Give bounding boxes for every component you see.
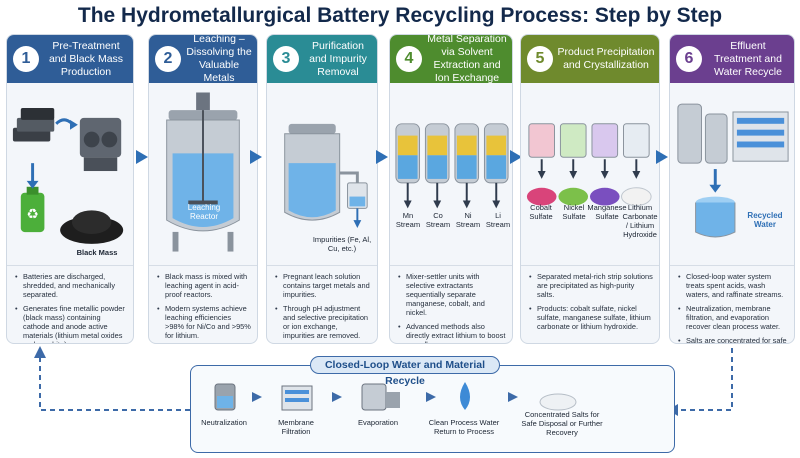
step-4-panel: 4 Metal Separation via Solvent Extractio… bbox=[389, 34, 513, 344]
svg-text:♻: ♻ bbox=[26, 206, 38, 222]
step-4-header: 4 Metal Separation via Solvent Extractio… bbox=[390, 34, 512, 84]
step-2-bullets: Black mass is mixed with leaching agent … bbox=[149, 265, 257, 343]
step-1-panel: 1 Pre-Treatment and Black Mass Productio… bbox=[6, 34, 134, 344]
flow-arrow-icon bbox=[136, 150, 148, 164]
step-3-title: Purification and Impurity Removal bbox=[309, 39, 367, 78]
step-3-header: 3 Purification and Impurity Removal bbox=[267, 35, 377, 83]
solvent-extraction-illustration bbox=[395, 123, 509, 209]
step-5-panel: 5 Product Precipitation and Crystallizat… bbox=[520, 34, 660, 344]
bullet: Neutralization, membrane filtration, and… bbox=[678, 304, 788, 331]
bullet: Salts are concentrated for safe disposal… bbox=[678, 336, 788, 343]
bullet: Advanced methods also directly extract l… bbox=[398, 322, 506, 343]
leaching-reactor-illustration bbox=[166, 92, 240, 252]
step-4-bullets: Mixer-settler units with selective extra… bbox=[390, 265, 512, 343]
bullet: Separated metal-rich strip solutions are… bbox=[529, 272, 653, 299]
ni-stream-label: Ni Stream bbox=[455, 211, 481, 229]
closed-loop-title: Closed-Loop Water and Material Recycle bbox=[310, 356, 500, 387]
step-5-bullets: Separated metal-rich strip solutions are… bbox=[521, 265, 659, 343]
bullet: Through pH adjustment and selective prec… bbox=[275, 304, 371, 340]
bullet: Black mass is mixed with leaching agent … bbox=[157, 272, 251, 299]
step-4-title: Metal Separation via Solvent Extraction … bbox=[427, 34, 507, 84]
black-mass-label: Black Mass bbox=[76, 248, 118, 257]
loop-step-neutralization: Neutralization bbox=[201, 418, 247, 427]
step-5-header: 5 Product Precipitation and Crystallizat… bbox=[521, 35, 659, 83]
leaching-reactor-label: Leaching Reactor bbox=[187, 203, 221, 221]
bullet: Products: cobalt sulfate, nickel sulfate… bbox=[529, 304, 653, 331]
flow-arrow-icon bbox=[376, 150, 388, 164]
page-title: The Hydrometallurgical Battery Recycling… bbox=[77, 4, 723, 27]
step-6-number: 6 bbox=[676, 46, 702, 72]
bullet: Batteries are discharged, shredded, and … bbox=[15, 272, 127, 299]
step-2-panel: 2 Leaching – Dissolving the Valuable Met… bbox=[148, 34, 258, 344]
bullet: Pregnant leach solution contains target … bbox=[275, 272, 371, 299]
loop-step-concentrated-salts: Concentrated Salts for Safe Disposal or … bbox=[521, 410, 603, 437]
cobalt-sulfate-label: Cobalt Sulfate bbox=[529, 203, 553, 221]
step-2-title: Leaching – Dissolving the Valuable Metal… bbox=[186, 34, 252, 84]
flow-arrow-icon bbox=[250, 150, 262, 164]
mn-stream-label: Mn Stream bbox=[395, 211, 421, 229]
closed-loop-panel bbox=[190, 365, 675, 453]
lithium-product-label: Lithium Carbonate / Lithium Hydroxide bbox=[622, 203, 658, 239]
effluent-treatment-illustration bbox=[677, 103, 789, 238]
nickel-sulfate-label: Nickel Sulfate bbox=[562, 203, 586, 221]
step-2-header: 2 Leaching – Dissolving the Valuable Met… bbox=[149, 34, 257, 84]
impurities-label: Impurities (Fe, Al, Cu, etc.) bbox=[312, 235, 372, 253]
recycled-water-label: Recycled Water bbox=[747, 211, 783, 229]
co-stream-label: Co Stream bbox=[425, 211, 451, 229]
step-3-number: 3 bbox=[273, 46, 299, 72]
step-6-panel: 6 Effluent Treatment and Water Recycle R… bbox=[669, 34, 795, 344]
bullet: Closed-loop water system treats spent ac… bbox=[678, 272, 788, 299]
step-2-number: 2 bbox=[155, 46, 181, 72]
step-1-bullets: Batteries are discharged, shredded, and … bbox=[7, 265, 133, 343]
step-4-number: 4 bbox=[396, 46, 422, 72]
li-stream-label: Li Stream bbox=[485, 211, 511, 229]
bullet: Modern systems achieve leaching efficien… bbox=[157, 304, 251, 340]
step-3-bullets: Pregnant leach solution contains target … bbox=[267, 265, 377, 343]
bullet: Generates fine metallic powder (black ma… bbox=[15, 304, 127, 343]
step-5-title: Product Precipitation and Crystallizatio… bbox=[557, 46, 655, 71]
purification-tank-illustration bbox=[284, 123, 368, 228]
step-5-number: 5 bbox=[527, 46, 553, 72]
step-6-header: 6 Effluent Treatment and Water Recycle bbox=[670, 35, 794, 83]
step-6-bullets: Closed-loop water system treats spent ac… bbox=[670, 265, 794, 343]
loop-icons bbox=[214, 382, 577, 411]
battery-shredder-illustration: ♻ bbox=[12, 108, 124, 244]
step-3-panel: 3 Purification and Impurity Removal Impu… bbox=[266, 34, 378, 344]
step-1-number: 1 bbox=[13, 46, 39, 72]
bullet: Mixer-settler units with selective extra… bbox=[398, 272, 506, 317]
loop-step-evaporation: Evaporation bbox=[357, 418, 399, 427]
loop-step-clean-water: Clean Process Water Return to Process bbox=[428, 418, 500, 436]
crystallization-illustration bbox=[526, 123, 652, 207]
step-1-header: 1 Pre-Treatment and Black Mass Productio… bbox=[7, 35, 133, 83]
flow-arrow-icon bbox=[510, 150, 522, 164]
loop-step-membrane-filtration: Membrane Filtration bbox=[278, 418, 314, 436]
manganese-sulfate-label: Manganese Sulfate bbox=[587, 203, 627, 221]
step-1-title: Pre-Treatment and Black Mass Production bbox=[48, 39, 124, 78]
step-6-title: Effluent Treatment and Water Recycle bbox=[714, 39, 782, 78]
flow-arrow-icon bbox=[656, 150, 668, 164]
